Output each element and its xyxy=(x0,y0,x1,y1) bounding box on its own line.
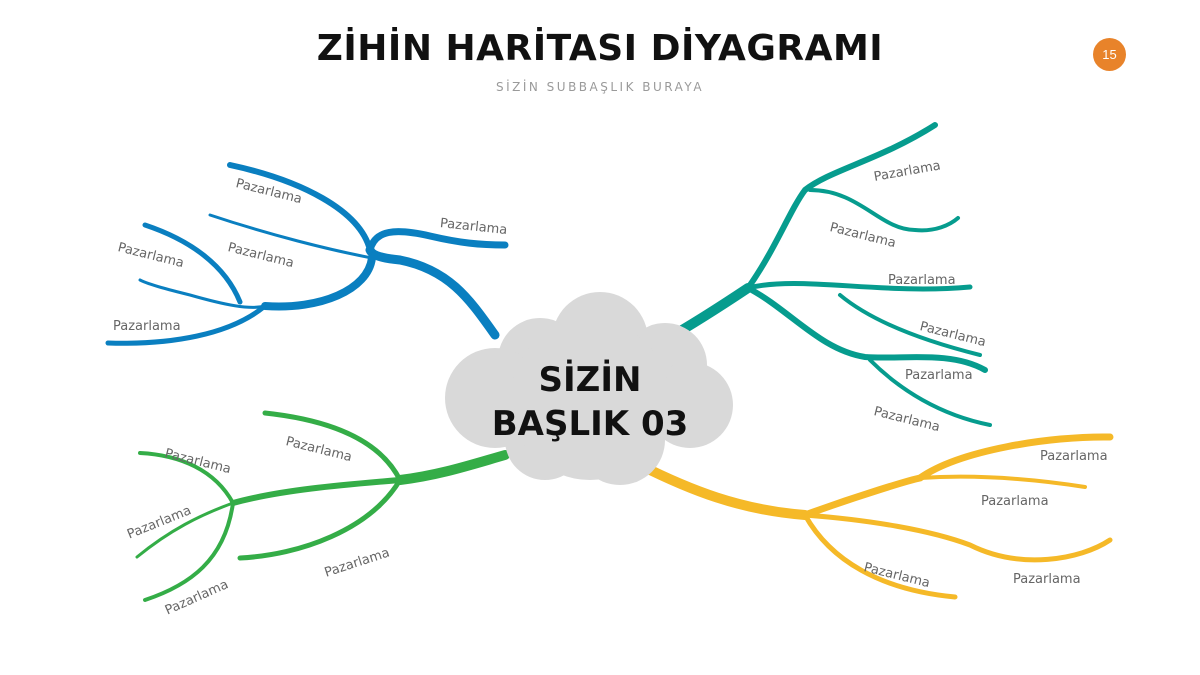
yellow-branch xyxy=(635,433,1114,600)
green-branch xyxy=(135,410,510,602)
page-title: ZİHİN HARİTASI DİYAGRAMI xyxy=(316,28,884,69)
yellow-label: Pazarlama xyxy=(1013,572,1081,587)
yellow-label: Pazarlama xyxy=(1040,449,1108,464)
yellow-label: Pazarlama xyxy=(981,494,1049,509)
central-topic: SİZİN BAŞLIK 03 xyxy=(460,358,720,446)
teal-label: Pazarlama xyxy=(888,273,956,288)
blue-label: Pazarlama xyxy=(113,319,181,334)
page-number-badge: 15 xyxy=(1093,38,1126,71)
central-topic-line1: SİZİN xyxy=(538,360,642,400)
central-topic-line2: BAŞLIK 03 xyxy=(491,404,689,444)
page-subtitle: SİZİN SUBBAŞLIK BURAYA xyxy=(495,80,705,94)
teal-label: Pazarlama xyxy=(905,368,973,383)
blue-branch xyxy=(105,162,509,346)
cloud-shape xyxy=(445,292,733,485)
